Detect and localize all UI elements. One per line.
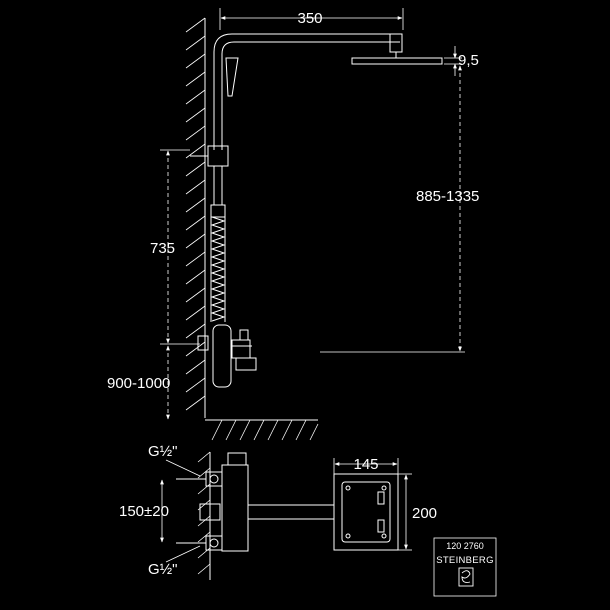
- head-thickness-label: 9,5: [458, 52, 479, 69]
- thread-top-label: G½": [148, 443, 178, 460]
- dim-plate-height: [398, 473, 412, 551]
- overhead-shower: [351, 33, 443, 65]
- riser-length-label: 735: [150, 240, 175, 257]
- wall-hatching: [185, 17, 206, 411]
- dim-riser: [160, 149, 200, 345]
- wall: [185, 17, 206, 418]
- thread-bottom-label: G½": [148, 561, 178, 578]
- plate-height-label: 200: [412, 505, 437, 522]
- dim-thread-bottom: [165, 545, 201, 563]
- dim-thread-top: [165, 459, 201, 477]
- dim-head-height: [320, 65, 465, 353]
- title-block: 120 2760 STEINBERG: [433, 537, 497, 597]
- valve-side-view: [176, 451, 334, 580]
- arm-length-label: 350: [297, 10, 322, 27]
- brand-logo-icon: [458, 567, 474, 587]
- dim-arm: [219, 8, 404, 30]
- cover-plate: [333, 473, 399, 551]
- inlet-spacing-label: 150±20: [119, 503, 169, 520]
- shower-column: [190, 33, 400, 388]
- plate-width-label: 145: [353, 456, 378, 473]
- valve-height-label: 900-1000: [107, 375, 170, 392]
- dim-plate-width: [333, 458, 399, 474]
- article-number: 120 2760: [446, 541, 484, 551]
- dim-head-thickness: [444, 46, 462, 76]
- brand-name: STEINBERG: [436, 555, 494, 566]
- head-height-range-label: 885-1335: [416, 188, 479, 205]
- floor: [205, 419, 319, 441]
